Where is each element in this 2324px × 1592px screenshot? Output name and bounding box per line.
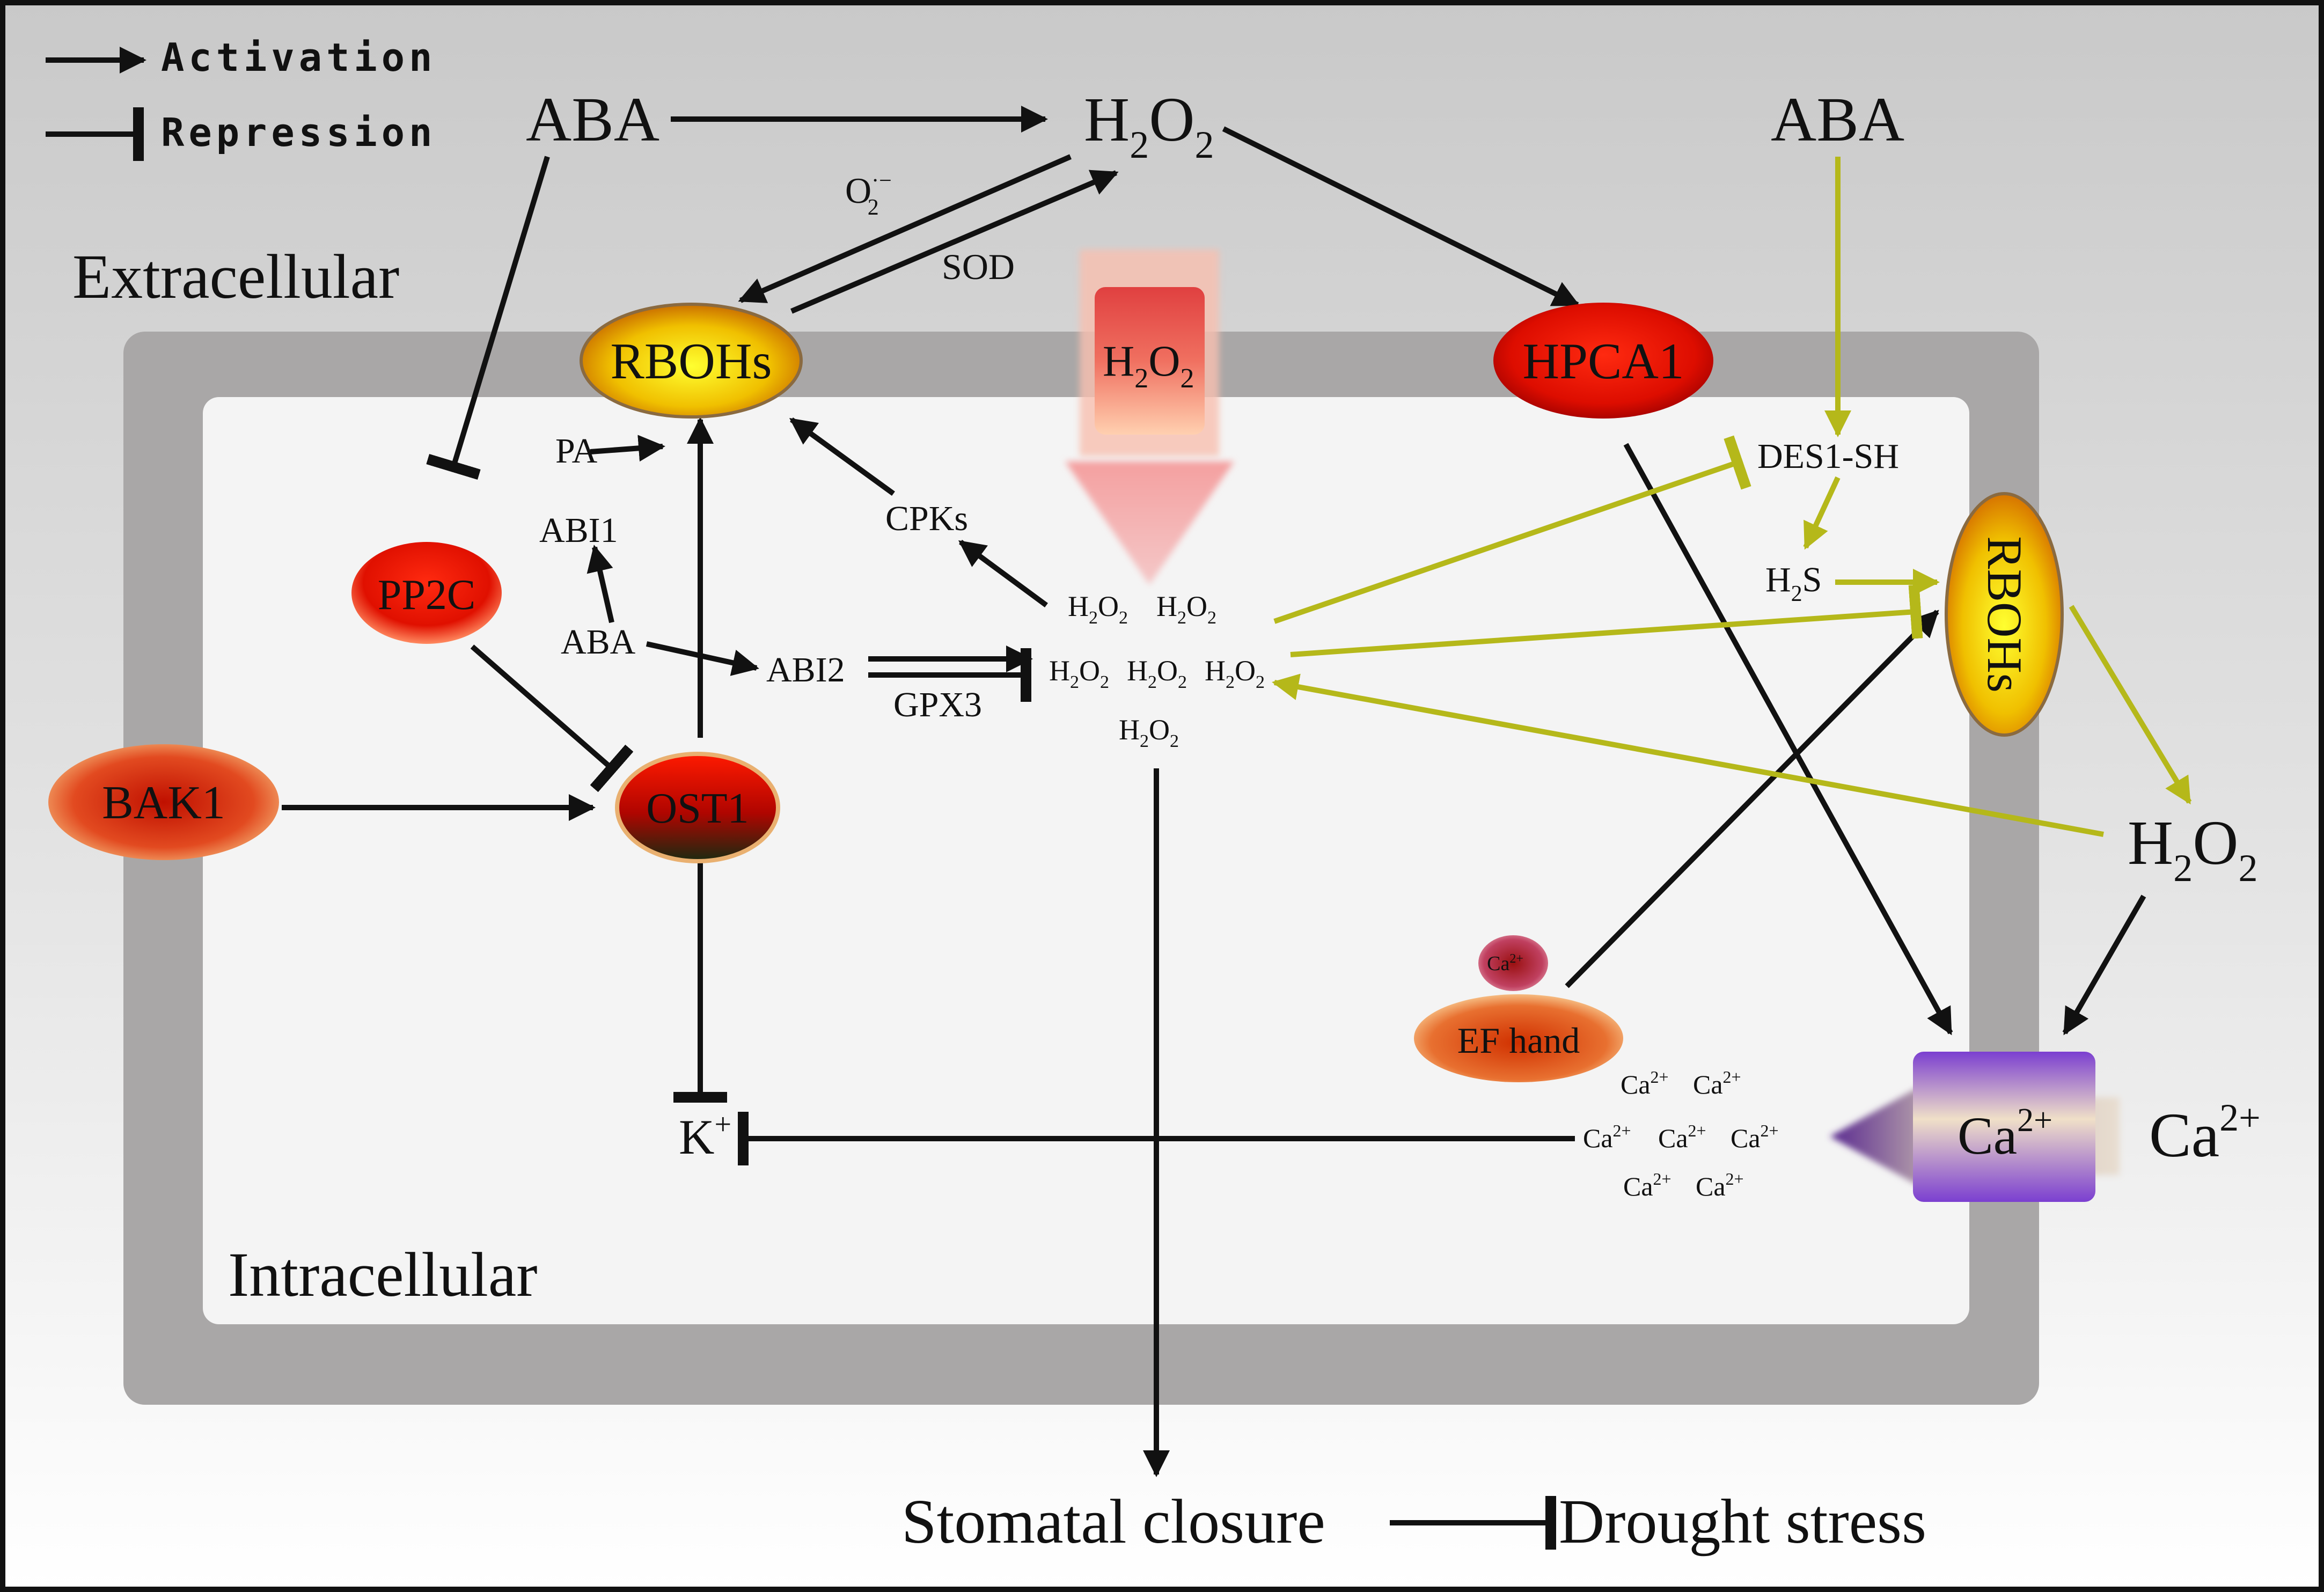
aba-right: ABA — [1771, 84, 1904, 155]
h2o2-pool-item: H2O2 — [1127, 655, 1187, 692]
arrow-rbohs-to-h2o2 — [2069, 605, 2192, 805]
calcium-pool-item: Ca2+ — [1621, 1067, 1669, 1099]
drought-stress-label: Drought stress — [1559, 1486, 1926, 1557]
arrow-h2o2-to-rbohs — [738, 154, 1072, 303]
h2o2-channel-body — [1095, 287, 1205, 435]
pp2c-node: PP2C — [351, 542, 502, 644]
ost1-label: OST1 — [646, 785, 749, 832]
cytoplasm — [203, 397, 1969, 1324]
calcium-pool-item: Ca2+ — [1693, 1067, 1741, 1099]
arrow-aba-to-abi1 — [587, 545, 614, 623]
sod-label: SOD — [942, 246, 1015, 287]
repression-h2o2-rbohs — [1290, 584, 1923, 657]
h2o2-channel-label: H2O2 — [1103, 336, 1194, 394]
h2o2-right: H2O2 — [2128, 808, 2257, 890]
arrow-rbohs-to-h2o2 — [790, 170, 1119, 314]
calcium-pool: Ca2+ Ca2+ Ca2+ Ca2+ Ca2+ Ca2+ Ca2+ — [1583, 1067, 1779, 1201]
repression-pp2c-ost1 — [470, 644, 634, 793]
repression-aba-pp2c — [426, 156, 550, 480]
arrow-des1-to-h2s — [1803, 476, 1841, 550]
aba-intracellular: ABA — [561, 622, 636, 662]
repression-h2o2-des1 — [1273, 435, 1751, 624]
rbohs-membrane-node: RBOHs — [580, 303, 803, 419]
hpca1-label: HPCA1 — [1523, 333, 1684, 390]
calcium-pool-item: Ca2+ — [1696, 1169, 1744, 1201]
intracellular-label: Intracellular — [228, 1239, 538, 1310]
h2o2-pool-item: H2O2 — [1156, 590, 1216, 628]
legend-repression-label: Repression — [161, 110, 436, 155]
hpca1-node: HPCA1 — [1493, 303, 1713, 419]
arrow-h2o2-to-ca — [2062, 894, 2146, 1036]
superoxide-label: O·−2 — [845, 168, 892, 220]
arrow-pa-to-rbohs — [590, 435, 665, 462]
h2o2-pool-item: H2O2 — [1205, 655, 1265, 692]
h2o2-pool-item: H2O2 — [1068, 590, 1128, 628]
arrow-h2o2-to-hpca1 — [1222, 126, 1580, 307]
activation-arrows — [282, 106, 2146, 1550]
h2o2-channel: H2O2 — [1065, 250, 1234, 585]
arrow-h2o2-to-cpks — [958, 539, 1048, 608]
rbohs-label: RBOHs — [611, 333, 772, 390]
calcium-extracellular-label: Ca2+ — [2149, 1096, 2261, 1170]
abi1-label: ABI1 — [539, 511, 618, 550]
calcium-pool-item: Ca2+ — [1658, 1121, 1706, 1153]
ef-hand-node: EF hand — [1414, 994, 1623, 1082]
bak1-label: BAK1 — [102, 777, 225, 829]
des1-sh-label: DES1-SH — [1757, 437, 1899, 476]
abi2-label: ABI2 — [766, 650, 845, 689]
arrow-h2o2-to-pool — [1272, 673, 2104, 837]
calcium-channel-body — [1913, 1052, 2095, 1202]
h2o2-extracellular: H2O2 — [1084, 84, 1214, 166]
arrow-hpca1-to-ca — [1623, 443, 1953, 1036]
legend: Activation Repression — [46, 35, 436, 161]
h2o2-pool-item: H2O2 — [1119, 714, 1179, 751]
bak1-node: BAK1 — [48, 744, 279, 860]
stomatal-closure-label: Stomatal closure — [901, 1486, 1325, 1557]
calcium-pool-item: Ca2+ — [1623, 1169, 1671, 1201]
h2o2-pool: H2O2 H2O2 H2O2 H2O2 H2O2 H2O2 — [1049, 590, 1265, 751]
h2o2-pool-item: H2O2 — [1049, 655, 1109, 692]
h2s-pathway-arrows — [1272, 157, 2192, 837]
rbohs-cytosolic-label: RBOHs — [1977, 536, 2032, 692]
calcium-pool-item: Ca2+ — [1583, 1121, 1631, 1153]
arrow-aba-to-abi2 — [646, 641, 759, 676]
calcium-ion-node: Ca2+ — [1478, 935, 1548, 991]
rbohs-cytosolic-node: RBOHs — [1945, 492, 2064, 737]
calcium-pool-item: Ca2+ — [1731, 1121, 1779, 1153]
calcium-ion-label: Ca2+ — [1487, 952, 1523, 975]
ef-hand-label: EF hand — [1457, 1020, 1580, 1061]
legend-activation-label: Activation — [161, 35, 436, 80]
arrow-cpks-to-rbohs — [789, 417, 895, 496]
calcium-channel — [1830, 1052, 2120, 1202]
gpx3-label: GPX3 — [893, 685, 982, 724]
h2s-label: H2S — [1765, 560, 1822, 606]
aba-extracellular: ABA — [526, 84, 659, 155]
pa-label: PA — [555, 431, 598, 471]
h2o2-influx-arrow — [1065, 461, 1234, 585]
ost1-node: OST1 — [615, 752, 780, 863]
potassium-label: K+ — [679, 1108, 731, 1164]
extracellular-label: Extracellular — [72, 241, 399, 312]
arrow-ca-to-rbohs — [1565, 610, 1939, 988]
pp2c-label: PP2C — [378, 571, 475, 619]
calcium-channel-label: Ca2+ — [1958, 1102, 2052, 1165]
cpks-label: CPKs — [885, 499, 968, 538]
